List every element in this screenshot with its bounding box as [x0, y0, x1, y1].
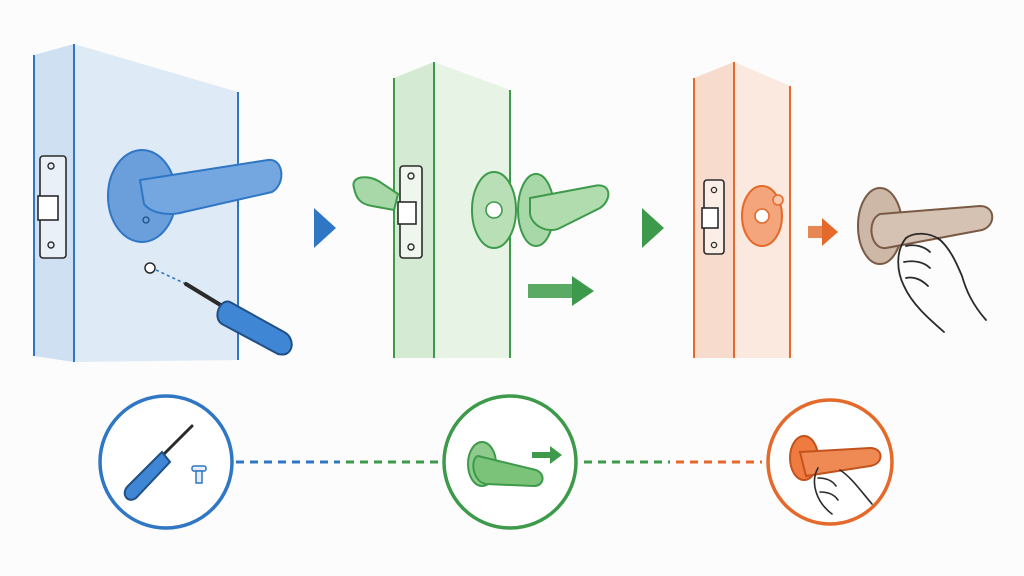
lever-handle-small-icon [467, 441, 544, 488]
rosette-green [471, 171, 517, 249]
hand-grip-icon [789, 435, 882, 515]
lever-handle-green-removed [352, 176, 400, 212]
step-1-door-scene [33, 44, 293, 362]
lever-handle-blue [107, 149, 283, 243]
screw-hole-blue [144, 262, 187, 285]
step-2-icon-circle [442, 394, 578, 530]
rosette-orange [741, 185, 784, 247]
latch-plate-green [397, 165, 423, 259]
step-2-door-scene [352, 62, 610, 358]
step-3-door-scene [693, 62, 791, 358]
small-pull-arrow-icon [532, 446, 562, 464]
screw-small-icon [191, 465, 207, 484]
latch-plate-orange [701, 179, 725, 255]
latch-plate-blue [37, 155, 67, 259]
lever-handle-green [517, 173, 610, 247]
step-3-icon-circle [766, 398, 894, 526]
new-handle-with-hand [857, 187, 994, 333]
arrow-3-icon [808, 218, 838, 246]
step-1-icon-circle [98, 394, 234, 530]
hand-icon [897, 232, 987, 333]
arrow-2-icon [642, 208, 664, 248]
pull-arrow-icon [528, 276, 594, 306]
screwdriver-icon [184, 282, 293, 356]
door-panel-orange [693, 62, 791, 358]
arrow-1-icon [314, 208, 336, 248]
screwdriver-small-icon [123, 424, 194, 501]
